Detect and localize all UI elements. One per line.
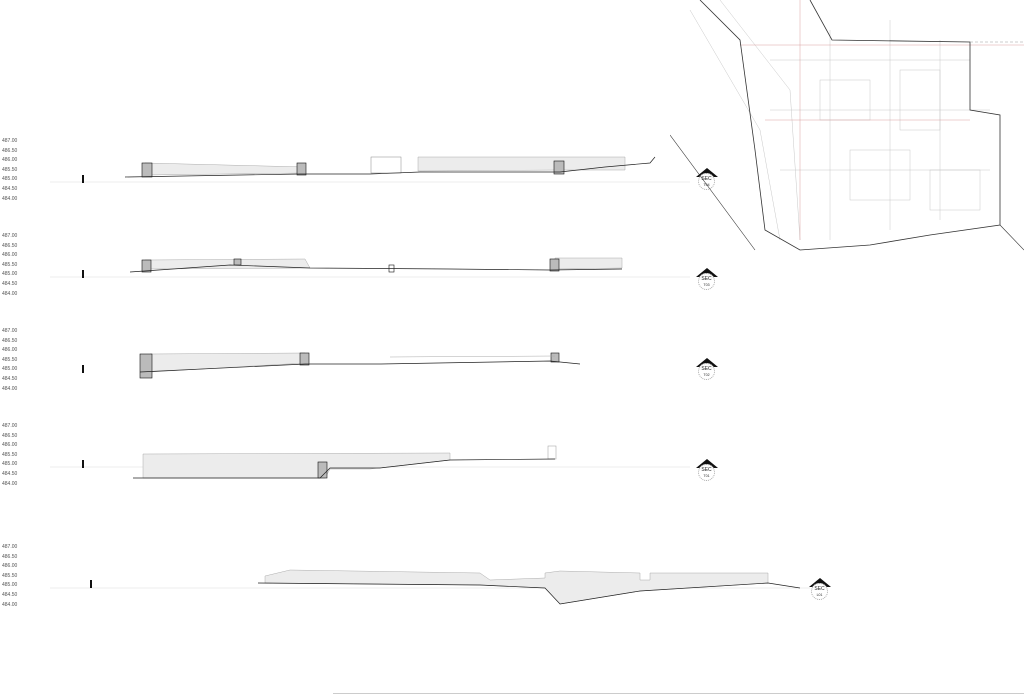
- elev-label: 484.00: [2, 290, 18, 297]
- elev-label: 485.50: [2, 356, 18, 363]
- marker-label: SEC: [701, 276, 712, 282]
- section-profile: [50, 445, 690, 479]
- elev-label: 487.00: [2, 423, 18, 429]
- elev-label: 486.00: [2, 563, 18, 570]
- elev-label: 484.50: [2, 280, 18, 287]
- elev-label: 485.00: [2, 271, 18, 278]
- marker-label: SEC: [701, 467, 712, 473]
- marker-label: SEC: [701, 176, 712, 182]
- elev-label: 485.50: [2, 572, 18, 579]
- elev-label: 485.50: [2, 261, 18, 268]
- elev-label: 487.00: [2, 233, 18, 239]
- sheet-border-line: [333, 693, 1024, 694]
- elev-label: 486.50: [2, 242, 18, 249]
- elev-label: 484.50: [2, 375, 18, 382]
- elev-label: 486.00: [2, 442, 18, 449]
- elev-label: 486.00: [2, 347, 18, 354]
- section-t03: 487.00 486.50 486.00 485.50 485.00 484.5…: [0, 232, 1024, 322]
- elev-label: 484.00: [2, 480, 18, 487]
- section-profile: [82, 352, 581, 379]
- section-t01: 487.00 486.50 486.00 485.50 485.00 484.5…: [0, 422, 1024, 512]
- marker-code: L01: [816, 593, 823, 597]
- section-profile: [50, 569, 810, 605]
- elev-label: 486.00: [2, 157, 18, 164]
- elev-label: 485.00: [2, 176, 18, 183]
- elev-label: 484.00: [2, 385, 18, 392]
- section-arrow-icon: [696, 358, 718, 367]
- elev-label: 484.50: [2, 470, 18, 477]
- section-profile: [50, 156, 690, 183]
- section-arrow-icon: [696, 268, 718, 277]
- elev-label: 485.50: [2, 166, 18, 173]
- section-t02: 487.00 486.50 486.00 485.50 485.00 484.5…: [0, 327, 1024, 417]
- elevation-scale: 487.00 486.50 486.00 485.50 485.00 484.5…: [2, 543, 17, 610]
- marker-label: SEC: [701, 366, 712, 372]
- elev-label: 485.00: [2, 582, 18, 589]
- marker-code: T02: [703, 373, 710, 377]
- marker-label: SEC: [814, 586, 825, 592]
- elev-label: 487.00: [2, 328, 18, 334]
- elev-label: 487.00: [2, 544, 18, 550]
- elev-label: 485.50: [2, 451, 18, 458]
- marker-code: T04: [703, 183, 710, 187]
- section-arrow-icon: [696, 459, 718, 468]
- elevation-scale: 487.00 486.50 486.00 485.50 485.00 484.5…: [2, 422, 17, 489]
- key-plan: [670, 0, 1024, 251]
- section-l01: 487.00 486.50 486.00 485.50 485.00 484.5…: [0, 543, 1024, 633]
- elev-label: 484.00: [2, 601, 18, 608]
- elev-label: 487.00: [2, 138, 18, 144]
- elevation-scale: 487.00 486.50 486.00 485.50 485.00 484.5…: [2, 327, 17, 394]
- elev-label: 484.50: [2, 185, 18, 192]
- elev-label: 484.00: [2, 195, 18, 202]
- elev-label: 484.50: [2, 591, 18, 598]
- elevation-scale: 487.00 486.50 486.00 485.50 485.00 484.5…: [2, 232, 17, 299]
- marker-code: T01: [703, 474, 710, 478]
- elev-label: 485.00: [2, 461, 18, 468]
- elev-label: 486.50: [2, 147, 18, 154]
- elev-label: 486.50: [2, 432, 18, 439]
- elevation-scale: 487.00 486.50 486.00 485.50 485.00 484.5…: [2, 137, 17, 204]
- elev-label: 486.50: [2, 337, 18, 344]
- section-arrow-icon: [696, 168, 718, 177]
- elev-label: 485.00: [2, 366, 18, 373]
- section-profile: [50, 257, 690, 278]
- section-t04: 487.00 486.50 486.00 485.50 485.00 484.5…: [0, 137, 1024, 227]
- elev-label: 486.50: [2, 553, 18, 560]
- elev-label: 486.00: [2, 252, 18, 259]
- section-arrow-icon: [809, 578, 831, 587]
- marker-code: T03: [703, 283, 710, 287]
